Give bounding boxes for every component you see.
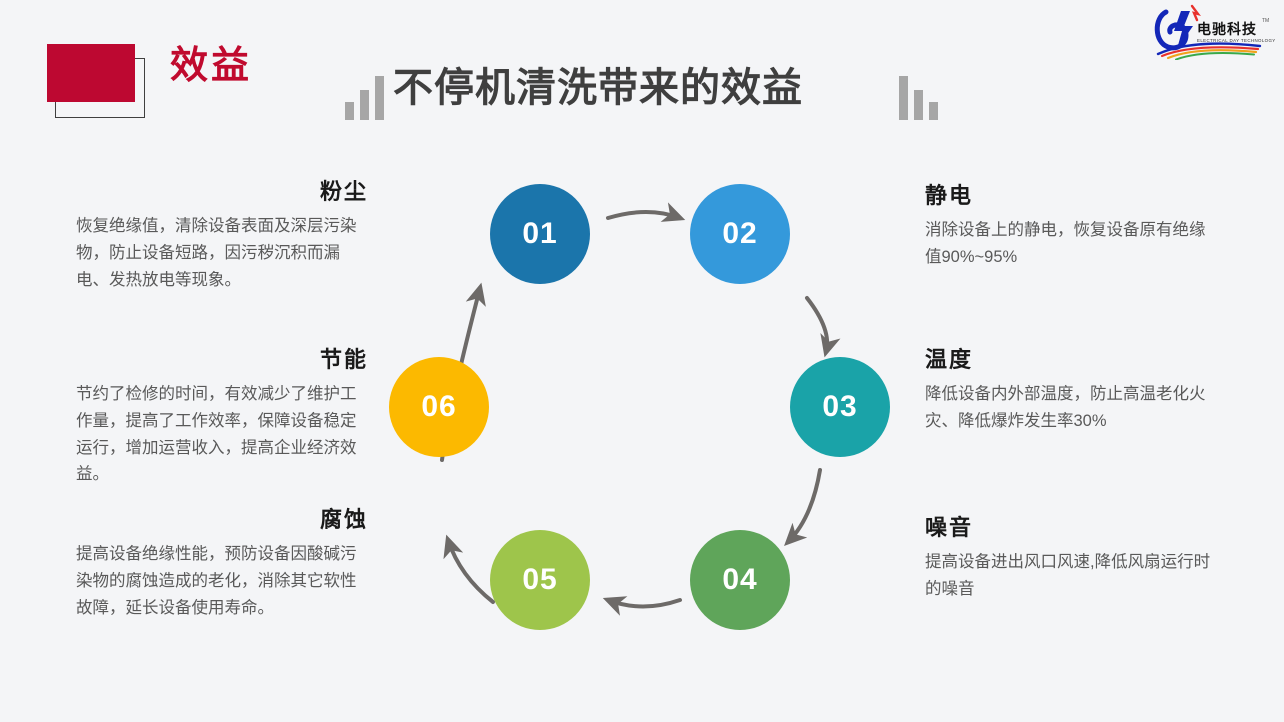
title-decoration-right-icon bbox=[899, 76, 938, 120]
info-block-static: 静电 消除设备上的静电，恢复设备原有绝缘值90%~95% bbox=[925, 183, 1217, 271]
cycle-node-06-label: 06 bbox=[421, 390, 457, 423]
info-block-noise-title: 噪音 bbox=[925, 515, 974, 540]
info-block-corrosion: 腐蚀 提高设备绝缘性能，预防设备因酸碱污染物的腐蚀造成的老化，消除其它软性故障，… bbox=[76, 507, 368, 621]
info-block-noise-body: 提高设备进出风口风速,降低风扇运行时的噪音 bbox=[925, 553, 1211, 598]
info-block-dust: 粉尘 恢复绝缘值，清除设备表面及深层污染物，防止设备短路，因污秽沉积而漏电、发热… bbox=[76, 179, 368, 293]
cycle-node-03-label: 03 bbox=[822, 390, 858, 423]
info-block-dust-title: 粉尘 bbox=[319, 179, 368, 204]
info-block-energy-body: 节约了检修的时间，有效减少了维护工作量，提高了工作效率，保障设备稳定运行，增加运… bbox=[76, 385, 357, 484]
header-badge-fill bbox=[47, 44, 135, 102]
info-block-noise: 噪音 提高设备进出风口风速,降低风扇运行时的噪音 bbox=[925, 515, 1217, 603]
info-block-temperature-body: 降低设备内外部温度，防止高温老化火灾、降低爆炸发生率30% bbox=[925, 385, 1206, 430]
arrow-03-to-04 bbox=[784, 468, 822, 546]
info-block-energy: 节能 节约了检修的时间，有效减少了维护工作量，提高了工作效率，保障设备稳定运行，… bbox=[76, 347, 368, 488]
arrow-02-to-03 bbox=[805, 296, 841, 358]
arrow-01-to-02 bbox=[606, 202, 686, 222]
cycle-node-01[interactable]: 01 bbox=[490, 184, 590, 284]
arrow-05-to-06 bbox=[443, 534, 495, 604]
title-decoration-left-icon bbox=[345, 76, 384, 120]
info-block-temperature: 温度 降低设备内外部温度，防止高温老化火灾、降低爆炸发生率30% bbox=[925, 347, 1217, 435]
cycle-node-06[interactable]: 06 bbox=[389, 357, 489, 457]
cycle-node-05-label: 05 bbox=[522, 563, 558, 596]
info-block-corrosion-title: 腐蚀 bbox=[319, 507, 368, 532]
info-block-temperature-title: 温度 bbox=[925, 347, 974, 372]
cycle-node-01-label: 01 bbox=[522, 217, 558, 250]
page-title: 不停机清洗带来的效益 bbox=[393, 66, 803, 110]
cycle-node-03[interactable]: 03 bbox=[790, 357, 890, 457]
cycle-diagram: 01 02 03 04 05 06 bbox=[380, 170, 910, 650]
arrow-04-to-05 bbox=[602, 596, 682, 616]
cycle-node-04[interactable]: 04 bbox=[690, 530, 790, 630]
cycle-node-04-label: 04 bbox=[722, 563, 758, 596]
svg-text:电驰科技: 电驰科技 bbox=[1197, 21, 1257, 38]
info-block-energy-title: 节能 bbox=[319, 347, 368, 372]
cycle-node-05[interactable]: 05 bbox=[490, 530, 590, 630]
svg-text:TM: TM bbox=[1262, 18, 1269, 24]
info-block-dust-body: 恢复绝缘值，清除设备表面及深层污染物，防止设备短路，因污秽沉积而漏电、发热放电等… bbox=[76, 217, 357, 289]
cycle-node-02[interactable]: 02 bbox=[690, 184, 790, 284]
info-block-corrosion-body: 提高设备绝缘性能，预防设备因酸碱污染物的腐蚀造成的老化，消除其它软性故障，延长设… bbox=[76, 545, 357, 617]
info-block-static-body: 消除设备上的静电，恢复设备原有绝缘值90%~95% bbox=[925, 221, 1206, 266]
company-logo: 电驰科技 ELECTRICAL DAY TECHNOLOGY TM bbox=[1150, 2, 1276, 60]
cycle-node-02-label: 02 bbox=[722, 217, 758, 250]
info-block-static-title: 静电 bbox=[925, 183, 974, 208]
svg-text:ELECTRICAL DAY TECHNOLOGY: ELECTRICAL DAY TECHNOLOGY bbox=[1197, 38, 1276, 43]
header-badge-label: 效益 bbox=[170, 45, 253, 87]
